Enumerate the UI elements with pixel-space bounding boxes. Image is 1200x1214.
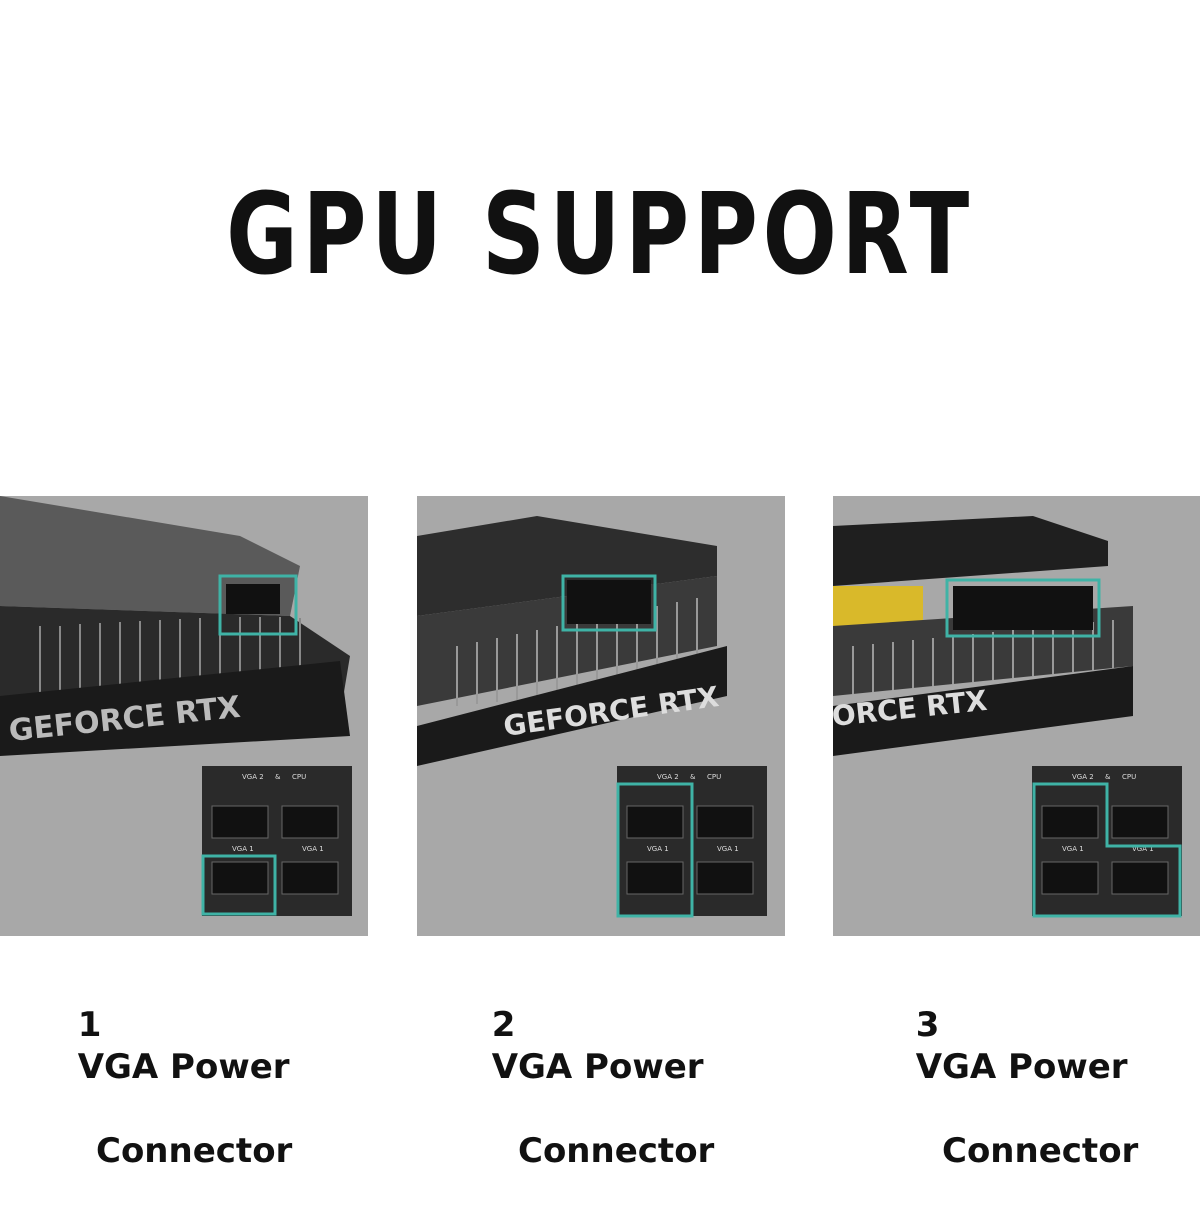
caption-1-line2: Connector <box>96 1131 293 1171</box>
svg-text:&: & <box>275 773 281 781</box>
psu-highlight-2 <box>616 782 694 918</box>
svg-text:CPU: CPU <box>292 773 306 781</box>
svg-text:VGA 2: VGA 2 <box>242 773 264 781</box>
caption-3: 3 VGA Power Connector <box>892 962 1139 1214</box>
caption-2: 2 VGA Power Connector <box>468 962 715 1214</box>
caption-1-line1: VGA Power <box>77 1047 290 1087</box>
gpu-photo-2: GEFORCE RTX VGA 2 & CPU VGA 1 VGA 1 <box>417 496 785 936</box>
svg-text:CPU: CPU <box>707 773 721 781</box>
caption-2-line1: VGA Power <box>491 1047 704 1087</box>
caption-3-line2: Connector <box>942 1131 1139 1171</box>
caption-3-num: 3 <box>915 1005 940 1045</box>
svg-text:VGA 2: VGA 2 <box>657 773 679 781</box>
gpu-panel-2: GEFORCE RTX VGA 2 & CPU VGA 1 VGA 1 <box>417 496 785 936</box>
caption-1-num: 1 <box>77 1005 102 1045</box>
gpu-photo-3: ORCE RTX VGA 2 & CPU VGA 1 VGA 1 <box>833 496 1200 936</box>
svg-text:VGA 1: VGA 1 <box>1132 845 1154 853</box>
psu-ports-diagram-1: VGA 2 & CPU VGA 1 VGA 1 <box>201 766 352 916</box>
psu-highlight-1 <box>201 854 277 916</box>
svg-text:VGA 1: VGA 1 <box>302 845 324 853</box>
psu-ports-diagram-3: VGA 2 & CPU VGA 1 VGA 1 <box>1032 766 1182 918</box>
psu-highlight-3 <box>1032 782 1182 918</box>
caption-2-num: 2 <box>491 1005 516 1045</box>
gpu-photo-1: GEFORCE RTX VGA 2 & CPU VGA 1 VGA 1 <box>0 496 368 936</box>
gpu-panel-1: GEFORCE RTX VGA 2 & CPU VGA 1 VGA 1 <box>0 496 368 936</box>
svg-text:&: & <box>690 773 696 781</box>
svg-text:VGA 1: VGA 1 <box>1062 845 1084 853</box>
svg-text:VGA 1: VGA 1 <box>717 845 739 853</box>
caption-3-line1: VGA Power <box>915 1047 1128 1087</box>
psu-ports-diagram-2: VGA 2 & CPU VGA 1 VGA 1 <box>616 766 767 918</box>
gpu-panel-3: ORCE RTX VGA 2 & CPU VGA 1 VGA 1 <box>833 496 1200 936</box>
connector-highlight-1 <box>218 574 298 636</box>
svg-text:VGA 1: VGA 1 <box>647 845 669 853</box>
connector-highlight-3 <box>945 578 1101 638</box>
svg-text:CPU: CPU <box>1122 773 1136 781</box>
caption-1: 1 VGA Power Connector <box>54 962 293 1214</box>
svg-text:VGA 2: VGA 2 <box>1072 773 1094 781</box>
page-title: GPU SUPPORT <box>226 170 974 300</box>
connector-highlight-2 <box>561 574 657 632</box>
svg-text:VGA 1: VGA 1 <box>232 845 254 853</box>
svg-text:&: & <box>1105 773 1111 781</box>
caption-2-line2: Connector <box>518 1131 715 1171</box>
